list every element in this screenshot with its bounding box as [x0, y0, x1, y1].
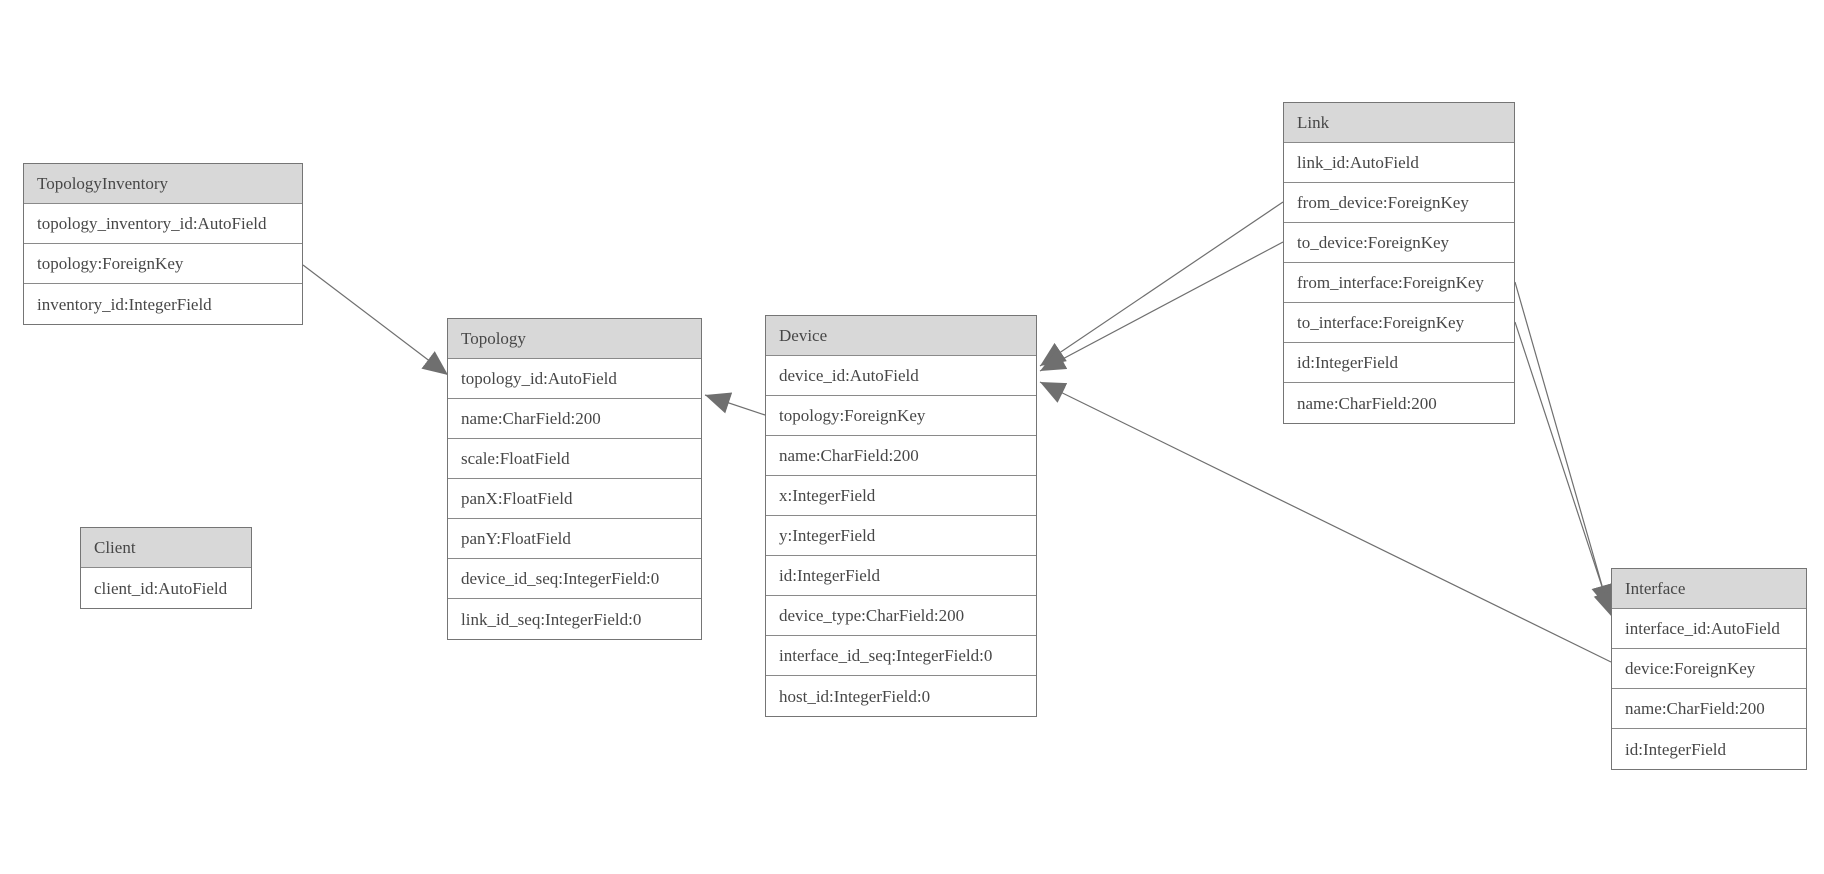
field-topology-panY: panY:FloatField	[448, 519, 701, 559]
entity-title-link: Link	[1284, 103, 1514, 143]
field-topology-panX: panX:FloatField	[448, 479, 701, 519]
entity-title-topology: Topology	[448, 319, 701, 359]
field-interface-interface_id: interface_id:AutoField	[1612, 609, 1806, 649]
field-device-y: y:IntegerField	[766, 516, 1036, 556]
field-link-link_id: link_id:AutoField	[1284, 143, 1514, 183]
field-link-to_interface: to_interface:ForeignKey	[1284, 303, 1514, 343]
entity-title-topologyinventory: TopologyInventory	[24, 164, 302, 204]
field-device-device_id: device_id:AutoField	[766, 356, 1036, 396]
field-device-id: id:IntegerField	[766, 556, 1036, 596]
field-device-host_id: host_id:IntegerField:0	[766, 676, 1036, 716]
field-topology-device_id_seq: device_id_seq:IntegerField:0	[448, 559, 701, 599]
field-device-name: name:CharField:200	[766, 436, 1036, 476]
field-link-from_interface: from_interface:ForeignKey	[1284, 263, 1514, 303]
entity-title-interface: Interface	[1612, 569, 1806, 609]
field-topology-scale: scale:FloatField	[448, 439, 701, 479]
field-topologyinventory-topology: topology:ForeignKey	[24, 244, 302, 284]
field-device-interface_id_seq: interface_id_seq:IntegerField:0	[766, 636, 1036, 676]
field-device-topology: topology:ForeignKey	[766, 396, 1036, 436]
entity-title-client: Client	[81, 528, 251, 568]
field-link-id: id:IntegerField	[1284, 343, 1514, 383]
field-topologyinventory-inventory_id: inventory_id:IntegerField	[24, 284, 302, 324]
field-topology-topology_id: topology_id:AutoField	[448, 359, 701, 399]
field-device-device_type: device_type:CharField:200	[766, 596, 1036, 636]
field-topology-name: name:CharField:200	[448, 399, 701, 439]
field-topology-link_id_seq: link_id_seq:IntegerField:0	[448, 599, 701, 639]
entity-title-device: Device	[766, 316, 1036, 356]
field-link-name: name:CharField:200	[1284, 383, 1514, 423]
field-client-client_id: client_id:AutoField	[81, 568, 251, 608]
field-link-to_device: to_device:ForeignKey	[1284, 223, 1514, 263]
field-link-from_device: from_device:ForeignKey	[1284, 183, 1514, 223]
field-interface-id: id:IntegerField	[1612, 729, 1806, 769]
field-device-x: x:IntegerField	[766, 476, 1036, 516]
field-interface-device: device:ForeignKey	[1612, 649, 1806, 689]
field-topologyinventory-topology_inventory_id: topology_inventory_id:AutoField	[24, 204, 302, 244]
field-interface-name: name:CharField:200	[1612, 689, 1806, 729]
